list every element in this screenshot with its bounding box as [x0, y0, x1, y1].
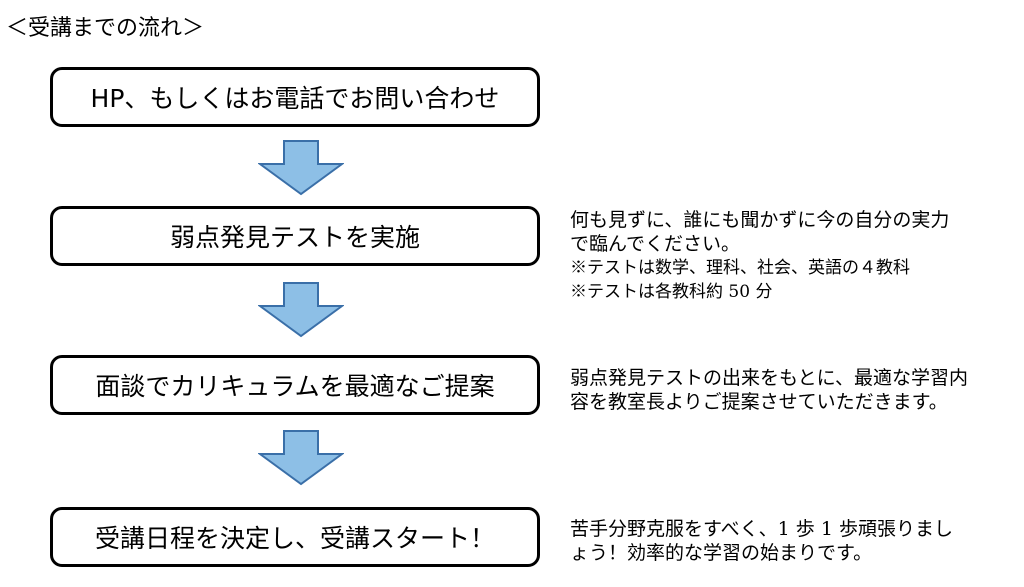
step-start-box: 受講日程を決定し、受講スタート！ — [50, 507, 540, 567]
note-line: 容を教室長よりご提案させていただきます。 — [570, 391, 948, 413]
note-line: で臨んでください。 — [570, 233, 741, 255]
test-note: 何も見ずに、誰にも聞かずに今の自分の実力 で臨んでください。 ※テストは数学、理… — [570, 208, 949, 304]
note-line: 何も見ずに、誰にも聞かずに今の自分の実力 — [570, 209, 950, 231]
start-note: 苦手分野克服をすべく、1 歩 1 歩頑張りまし ょう！効率的な学習の始まりです。 — [570, 517, 953, 565]
step-contact-box: HP、もしくはお電話でお問い合わせ — [50, 67, 540, 127]
step-interview-label: 面談でカリキュラムを最適なご提案 — [95, 372, 495, 401]
note-line: ※テストは各教科約 50 分 — [570, 282, 773, 302]
down-arrow-icon — [258, 282, 344, 338]
note-line: ※テストは数学、理科、社会、英語の４教科 — [570, 258, 910, 278]
step-interview-box: 面談でカリキュラムを最適なご提案 — [50, 355, 540, 415]
note-line: 苦手分野克服をすべく、1 歩 1 歩頑張りまし — [570, 518, 953, 540]
note-line: 弱点発見テストの出来をもとに、最適な学習内 — [570, 367, 969, 389]
note-line: ょう！効率的な学習の始まりです。 — [570, 542, 873, 564]
step-test-box: 弱点発見テストを実施 — [50, 206, 540, 266]
page-heading: ＜受講までの流れ＞ — [6, 16, 205, 41]
interview-note: 弱点発見テストの出来をもとに、最適な学習内 容を教室長よりご提案させていただきま… — [570, 366, 968, 414]
step-contact-label: HP、もしくはお電話でお問い合わせ — [90, 84, 500, 113]
down-arrow-icon — [258, 430, 344, 486]
down-arrow-icon — [258, 140, 344, 196]
step-test-label: 弱点発見テストを実施 — [169, 223, 420, 252]
step-start-label: 受講日程を決定し、受講スタート！ — [94, 524, 495, 553]
